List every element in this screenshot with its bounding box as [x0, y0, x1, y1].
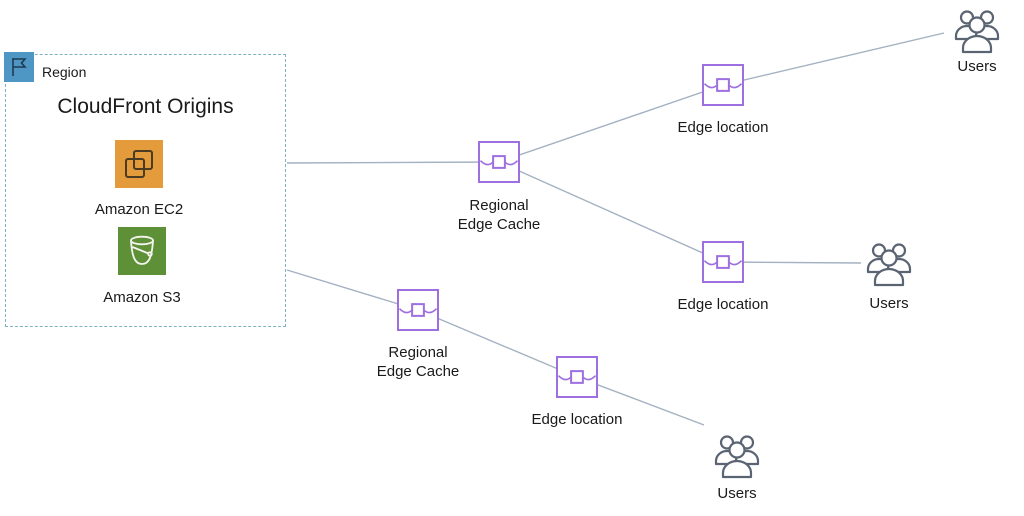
regional-edge-cache-icon: [397, 289, 439, 331]
region-flag-icon: [4, 52, 34, 82]
users-icon: [713, 431, 761, 479]
region-label: Region: [42, 64, 87, 80]
connector-region-rec2-edge3-users3: [286, 269, 705, 426]
amazon-s3-label: Amazon S3: [103, 289, 181, 306]
regional-edge-cache-label: Regional Edge Cache: [348, 343, 488, 381]
edge-location-icon: [702, 241, 744, 283]
label-line-1: Regional: [388, 344, 448, 361]
label-line-2: Edge Cache: [457, 216, 541, 233]
regional-edge-cache-icon: [478, 141, 520, 183]
users-label: Users: [869, 295, 909, 312]
edge-location-icon: [556, 356, 598, 398]
edge-location-label: Edge location: [677, 296, 769, 313]
label-line-2: Edge Cache: [376, 363, 460, 380]
label-line-1: Regional: [469, 197, 529, 214]
amazon-ec2-label: Amazon EC2: [94, 201, 184, 218]
users-label: Users: [957, 58, 997, 75]
amazon-ec2-icon: [115, 140, 163, 188]
edge-location-icon: [702, 64, 744, 106]
connector-region-to-rec1: [286, 161, 500, 164]
region-container: [5, 54, 286, 327]
edge-location-label: Edge location: [531, 411, 623, 428]
edge-location-label: Edge location: [677, 119, 769, 136]
region-title: CloudFront Origins: [57, 95, 234, 118]
amazon-s3-icon: [118, 227, 166, 275]
regional-edge-cache-label: Regional Edge Cache: [429, 196, 569, 234]
users-icon: [953, 6, 1001, 54]
users-icon: [865, 239, 913, 287]
users-label: Users: [717, 485, 757, 502]
